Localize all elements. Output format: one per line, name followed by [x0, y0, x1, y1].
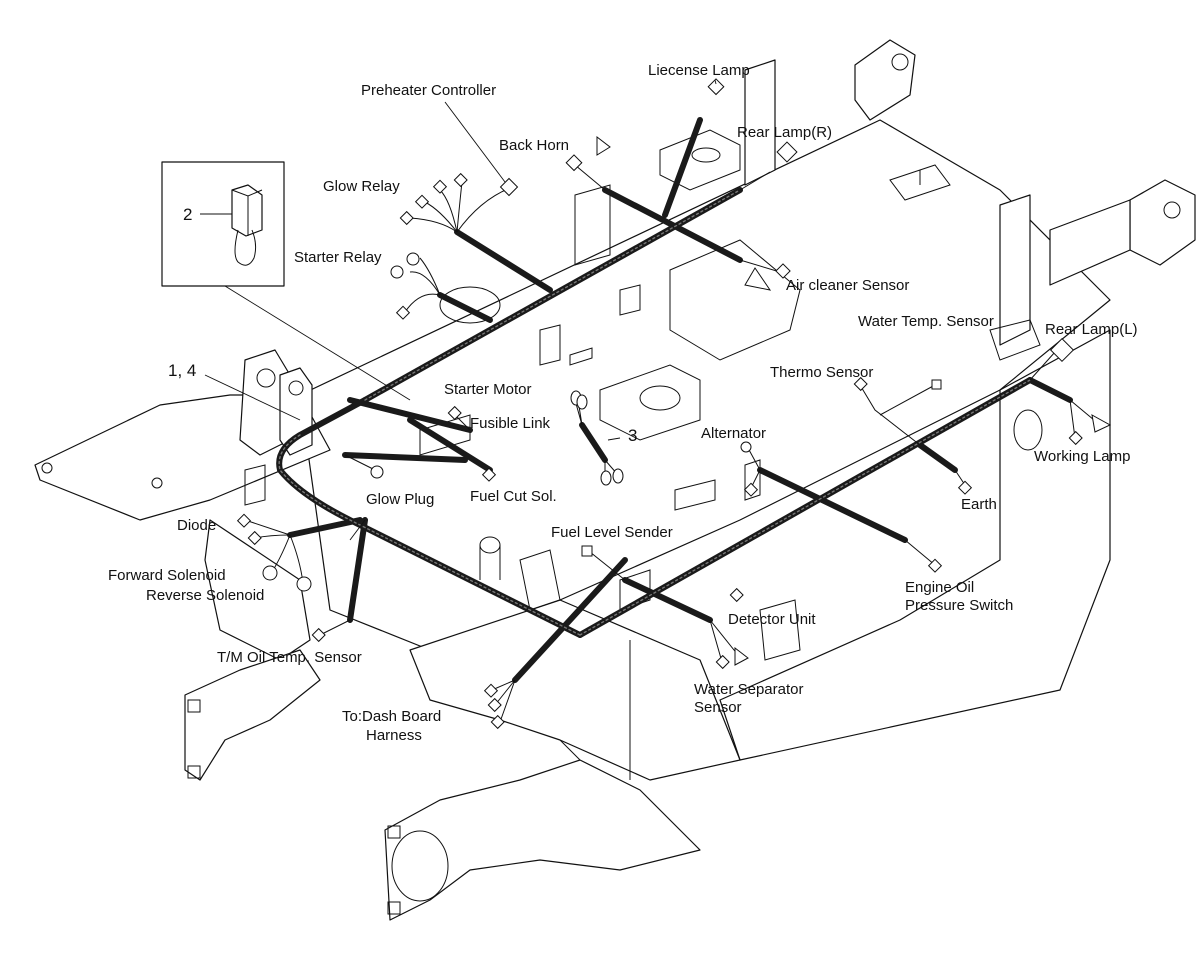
label-glow-plug: Glow Plug — [366, 491, 434, 508]
callout-item-1-4: 1, 4 — [168, 361, 196, 380]
label-thermo-sensor: Thermo Sensor — [770, 364, 873, 381]
label-fuel-level-sender: Fuel Level Sender — [551, 524, 673, 541]
label-water-separator-line1: Water Separator — [694, 681, 804, 698]
label-fusible-link: Fusible Link — [470, 415, 551, 432]
callouts: 2 1, 4 3 — [168, 205, 637, 445]
item-2-inset — [161, 161, 285, 287]
pigtail-wires — [244, 164, 1101, 723]
label-detector-unit: Detector Unit — [728, 611, 816, 628]
label-preheater-controller: Preheater Controller — [361, 82, 496, 99]
label-dash-board-line1: To:Dash Board — [342, 708, 441, 725]
label-diode: Diode — [177, 517, 216, 534]
label-starter-relay: Starter Relay — [294, 249, 382, 266]
wiring-harness — [276, 117, 1073, 683]
label-rear-lamp-l: Rear Lamp(L) — [1045, 321, 1138, 338]
callout-item-3: 3 — [628, 426, 637, 445]
label-glow-relay: Glow Relay — [323, 178, 400, 195]
label-water-temp-sensor: Water Temp. Sensor — [858, 313, 994, 330]
label-fuel-cut-sol: Fuel Cut Sol. — [470, 488, 557, 505]
callout-item-2: 2 — [183, 205, 192, 224]
label-liecense-lamp: Liecense Lamp — [648, 62, 750, 79]
label-rear-lamp-r: Rear Lamp(R) — [737, 124, 832, 141]
label-dash-board-line2: Harness — [366, 727, 422, 744]
label-reverse-solenoid: Reverse Solenoid — [146, 587, 264, 604]
chassis-frame — [34, 39, 1196, 921]
label-alternator: Alternator — [701, 425, 766, 442]
connectors — [236, 78, 1112, 730]
label-tm-oil-temp-sensor: T/M Oil Temp. Sensor — [217, 649, 362, 666]
label-back-horn: Back Horn — [499, 137, 569, 154]
labels: Liecense Lamp Preheater Controller Back … — [108, 62, 1138, 744]
label-earth: Earth — [961, 496, 997, 513]
leader-lines — [204, 79, 717, 541]
label-engine-oil-line1: Engine Oil — [905, 579, 974, 596]
label-working-lamp: Working Lamp — [1034, 448, 1130, 465]
label-forward-solenoid: Forward Solenoid — [108, 567, 226, 584]
label-engine-oil-line2: Pressure Switch — [905, 597, 1013, 614]
label-starter-motor: Starter Motor — [444, 381, 532, 398]
label-air-cleaner-sensor: Air cleaner Sensor — [786, 277, 909, 294]
label-water-separator-line2: Sensor — [694, 699, 742, 716]
